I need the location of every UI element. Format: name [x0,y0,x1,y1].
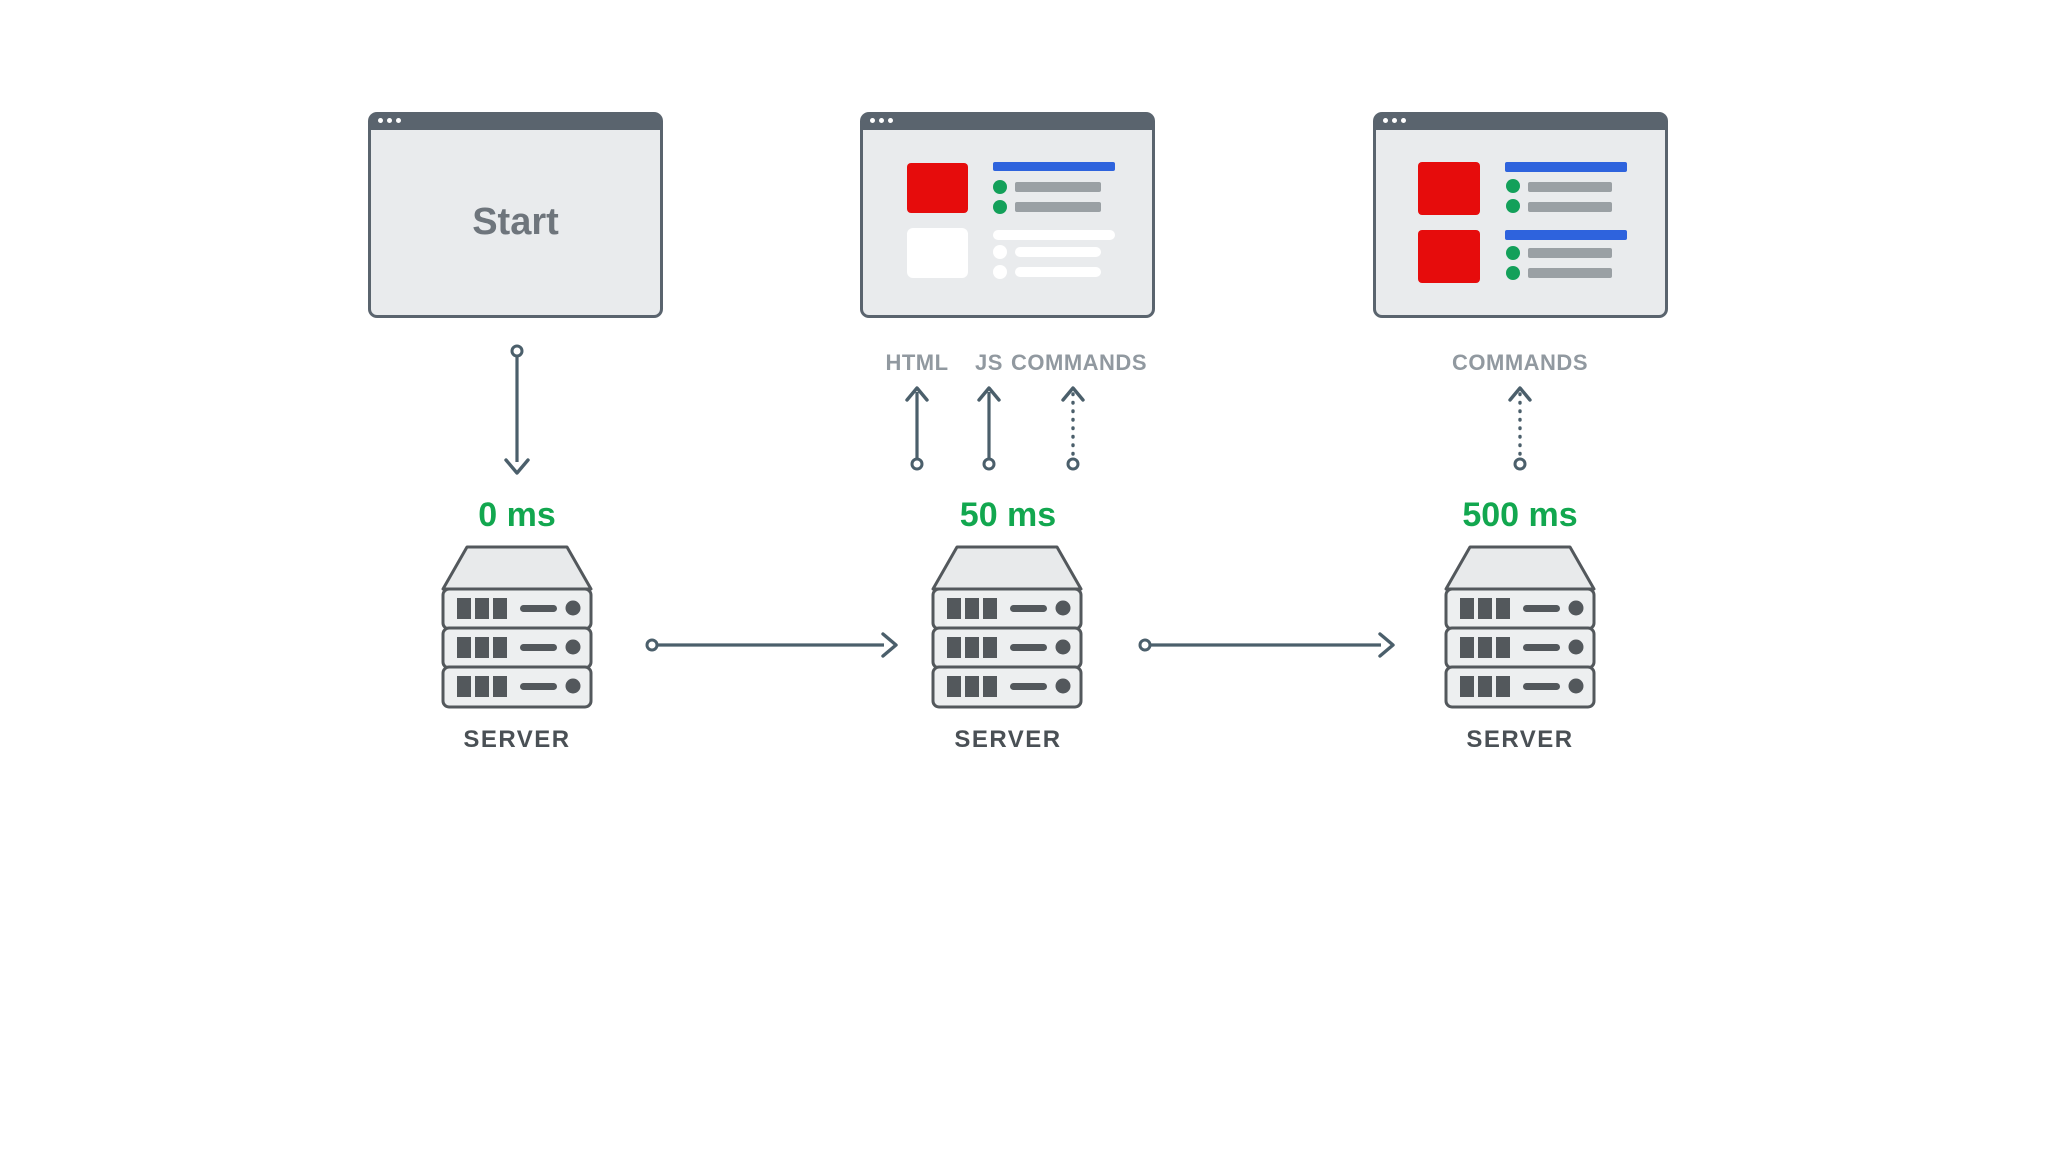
label-commands: COMMANDS [1452,350,1588,375]
wireframe-image-block [1418,230,1480,283]
wireframe-list-dot [1506,179,1520,193]
window-dot-icon [1383,118,1388,123]
time-label-50ms: 50 ms [959,496,1057,534]
arrow-up-dotted-icon [1061,386,1085,471]
browser-window-complete [1373,112,1668,318]
window-dot-icon [387,118,392,123]
server-icon [441,545,593,709]
window-dots-icon [378,118,401,123]
wireframe-text-bar [1528,182,1612,192]
window-body: Start [371,130,660,315]
window-dot-icon [1401,118,1406,123]
wireframe-list-dot [1506,266,1520,280]
server-icon [1444,545,1596,709]
wireframe-text-bar [1015,202,1101,212]
window-body [1376,130,1665,315]
wireframe-image-placeholder [907,228,968,278]
server-label: SERVER [954,726,1062,753]
arrow-up-icon [977,386,1001,471]
wireframe-heading-bar [993,162,1115,171]
label-html: HTML [885,350,949,375]
window-body [863,130,1152,315]
wireframe-text-bar [1015,182,1101,192]
time-label-0ms: 0 ms [478,496,556,534]
window-dot-icon [396,118,401,123]
wireframe-text-bar [1528,268,1612,278]
wireframe-dot-placeholder [993,245,1007,259]
wireframe-text-bar [1528,202,1612,212]
window-dots-icon [870,118,893,123]
window-dot-icon [870,118,875,123]
server-label: SERVER [1466,726,1574,753]
start-label: Start [472,201,559,243]
window-dot-icon [378,118,383,123]
wireframe-text-placeholder [1015,267,1101,277]
wireframe-text-bar [1528,248,1612,258]
browser-window-partial [860,112,1155,318]
wireframe-heading-bar [1505,230,1627,240]
window-dot-icon [1392,118,1397,123]
server-label: SERVER [463,726,571,753]
arrow-up-dotted-icon [1508,386,1532,471]
arrow-down-icon [504,344,530,475]
arrow-right-icon [645,632,898,658]
arrow-up-icon [905,386,929,471]
wireframe-image-block [1418,162,1480,215]
wireframe-dot-placeholder [993,265,1007,279]
window-dots-icon [1383,118,1406,123]
browser-window-start: Start [368,112,663,318]
time-label-500ms: 500 ms [1462,496,1578,534]
wireframe-list-dot [1506,246,1520,260]
wireframe-list-dot [993,200,1007,214]
window-dot-icon [879,118,884,123]
window-dot-icon [888,118,893,123]
wireframe-list-dot [993,180,1007,194]
server-icon [931,545,1083,709]
wireframe-heading-placeholder [993,230,1115,240]
wireframe-list-dot [1506,199,1520,213]
wireframe-heading-bar [1505,162,1627,172]
wireframe-text-placeholder [1015,247,1101,257]
label-js: JS [975,350,1003,375]
label-commands: COMMANDS [1011,350,1147,375]
arrow-right-icon [1138,632,1395,658]
wireframe-image-block [907,163,968,213]
